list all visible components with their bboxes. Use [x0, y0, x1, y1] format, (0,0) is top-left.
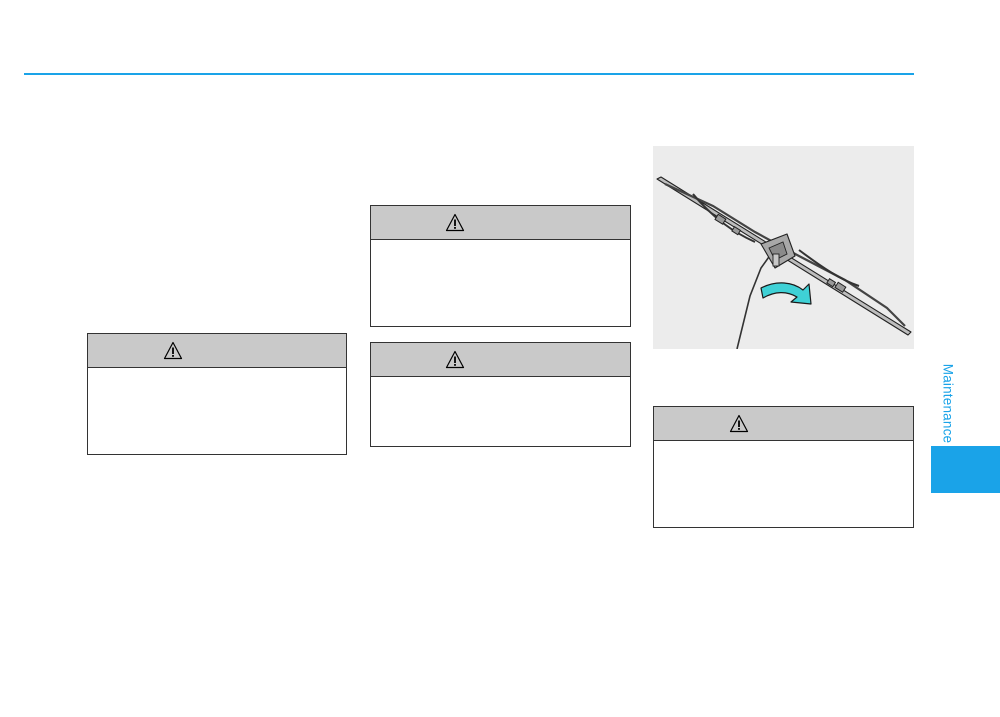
warning-header [371, 343, 630, 377]
warning-header [654, 407, 913, 441]
warning-header [88, 334, 346, 368]
rotation-arrow-icon [760, 282, 812, 305]
warning-triangle-icon [445, 350, 465, 369]
warning-triangle-icon [445, 213, 465, 232]
wiper-blade-figure [653, 146, 914, 349]
wiper-blade-illustration [656, 176, 912, 349]
chapter-tab-marker [931, 446, 1000, 493]
warning-triangle-icon [729, 414, 749, 433]
warning-box-3 [370, 342, 631, 447]
warning-triangle-icon [163, 341, 183, 360]
warning-header [371, 206, 630, 240]
chapter-tab-text: Maintenance [940, 363, 956, 443]
header-rule [24, 73, 914, 75]
warning-box-2 [370, 205, 631, 327]
chapter-tab-label: Maintenance [931, 355, 965, 451]
warning-box-1 [87, 333, 347, 455]
warning-box-4 [653, 406, 914, 528]
